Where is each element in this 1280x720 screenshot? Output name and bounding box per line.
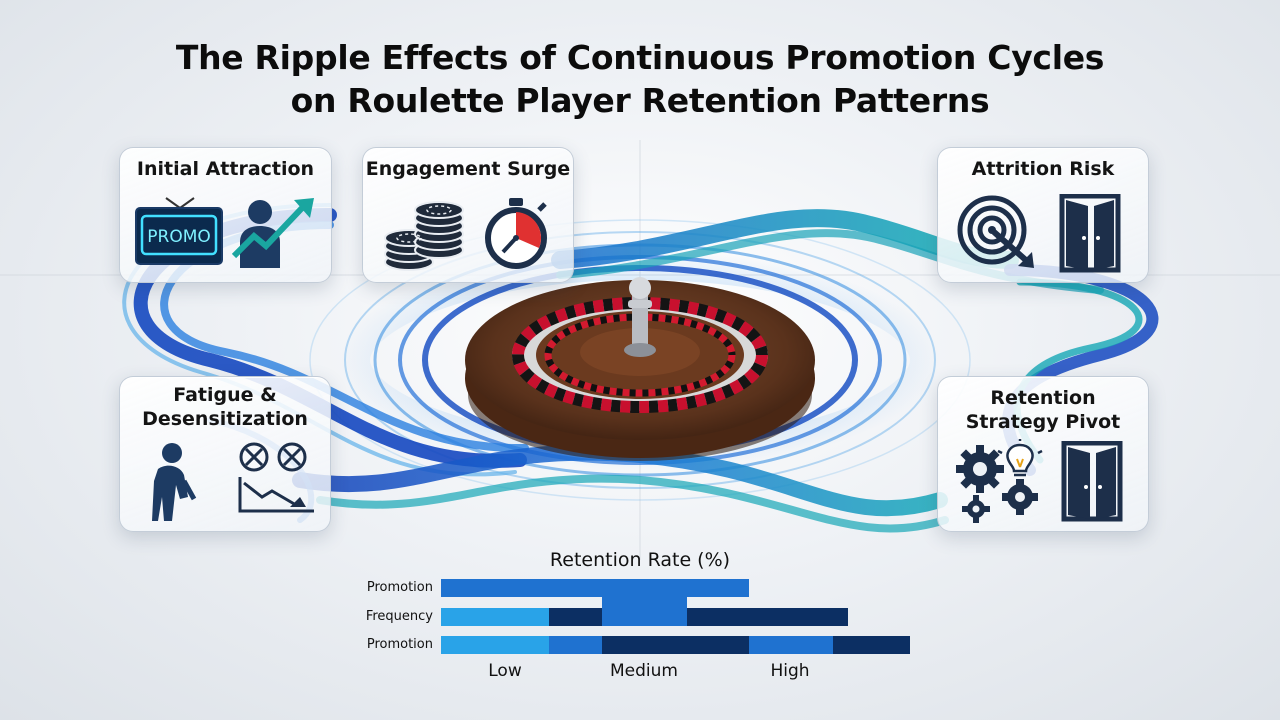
chart-bar-segment — [441, 579, 749, 597]
card-label: Attrition Risk — [971, 158, 1115, 180]
card-retention-strategy-pivot: Retention Strategy Pivot — [937, 376, 1149, 532]
gears-lightbulb-icon — [954, 439, 1046, 530]
card-initial-attraction: Initial Attraction PROMO — [119, 147, 332, 283]
card-label-line-1: Retention — [990, 387, 1096, 409]
promo-sign-icon: PROMO — [134, 196, 226, 273]
chart-bar-segment — [687, 608, 849, 626]
chart-bar-segment — [748, 636, 834, 654]
cross-circles-declining-chart-icon — [234, 441, 320, 522]
exit-door-icon — [1058, 193, 1124, 279]
card-label-line-1: Fatigue & — [173, 384, 277, 406]
card-label-line-2: Desensitization — [142, 408, 308, 430]
target-arrow-icon — [954, 194, 1040, 277]
promo-sign-text: PROMO — [147, 227, 211, 247]
chart-row-label: Promotion — [366, 580, 433, 595]
chart-bar-segment — [602, 594, 688, 626]
chart-bar-segment — [602, 636, 749, 654]
chart-x-level-label: Medium — [610, 661, 678, 681]
stopwatch-icon — [481, 196, 551, 275]
casino-chips-icon — [381, 192, 467, 277]
chart-x-level-label: Low — [488, 661, 522, 681]
chart-bar-segment — [548, 608, 603, 626]
card-label: Fatigue & Desensitization — [120, 383, 330, 431]
card-attrition-risk: Attrition Risk — [937, 147, 1149, 283]
page-title: The Ripple Effects of Continuous Promoti… — [0, 36, 1280, 122]
person-growth-arrow-icon — [231, 194, 318, 275]
card-label: Engagement Surge — [365, 158, 571, 180]
chart-bar-segment — [548, 636, 603, 654]
card-engagement-surge: Engagement Surge — [362, 147, 574, 283]
title-line-2: on Roulette Player Retention Patterns — [290, 81, 990, 120]
card-label: Initial Attraction — [136, 158, 315, 180]
tired-person-icon — [144, 441, 204, 528]
chart-title: Retention Rate (%) — [549, 549, 731, 571]
card-label: Retention Strategy Pivot — [938, 386, 1148, 434]
chart-bar-segment — [833, 636, 910, 654]
door-icon — [1060, 440, 1126, 528]
card-label-line-2: Strategy Pivot — [965, 411, 1121, 433]
roulette-wheel-icon — [465, 277, 815, 461]
card-fatigue-desensitization: Fatigue & Desensitization — [119, 376, 331, 532]
chart-bar-segment — [441, 636, 549, 654]
chart-x-level-label: High — [770, 661, 810, 681]
chart-row-label: Promotion — [366, 637, 433, 652]
title-line-1: The Ripple Effects of Continuous Promoti… — [175, 38, 1105, 77]
chart-bar-segment — [441, 608, 549, 626]
chart-row-label: Frequency — [365, 609, 433, 624]
